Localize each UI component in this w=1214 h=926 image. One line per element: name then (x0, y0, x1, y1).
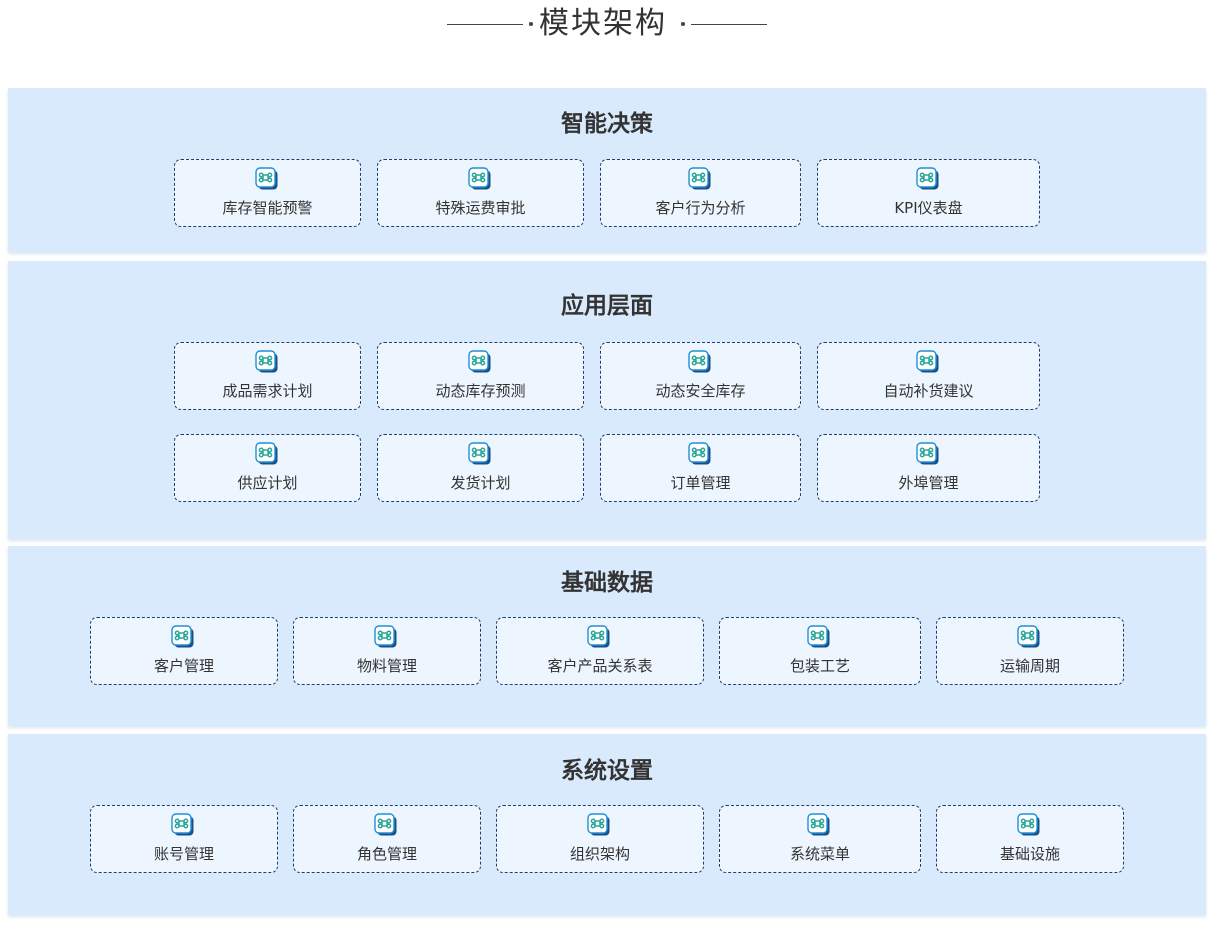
module-card-label: 动态库存预测 (435, 382, 526, 400)
command-key-icon (1017, 625, 1040, 648)
module-card-label: 客户行为分析 (655, 199, 746, 217)
section-title: 系统设置 (561, 758, 653, 784)
module-card[interactable]: 特殊运费审批 (377, 159, 584, 227)
module-card-label: 发货计划 (450, 474, 511, 492)
module-card-label: 组织架构 (569, 845, 630, 863)
module-card-label: 客户管理 (153, 657, 214, 675)
section-title: 基础数据 (561, 570, 653, 596)
module-card[interactable]: 自动补货建议 (817, 342, 1040, 410)
module-card-label: KPI仪表盘 (894, 199, 963, 217)
module-card-label: 包装工艺 (789, 657, 850, 675)
module-card[interactable]: 物料管理 (293, 617, 481, 685)
command-key-icon (915, 442, 938, 465)
module-card[interactable]: 动态库存预测 (377, 342, 584, 410)
module-card-label: 成品需求计划 (222, 382, 313, 400)
section-intelligent-decision: 智能决策库存智能预警 特殊运费审批 客户行为分析 KPI仪表盘 (8, 88, 1206, 252)
module-card[interactable]: 包装工艺 (719, 617, 921, 685)
module-card-label: 库存智能预警 (222, 199, 313, 217)
command-key-icon (171, 813, 194, 836)
module-card-label: 动态安全库存 (655, 382, 746, 400)
module-card[interactable]: 客户管理 (90, 617, 278, 685)
command-key-icon (587, 625, 610, 648)
command-key-icon (687, 350, 710, 373)
command-key-icon (687, 442, 710, 465)
module-card[interactable]: KPI仪表盘 (817, 159, 1040, 227)
module-card-label: 自动补货建议 (883, 382, 974, 400)
command-key-icon (915, 350, 938, 373)
command-key-icon (467, 350, 490, 373)
module-card[interactable]: 客户产品关系表 (496, 617, 704, 685)
module-card[interactable]: 库存智能预警 (174, 159, 361, 227)
module-card-label: 账号管理 (153, 845, 214, 863)
command-key-icon (467, 442, 490, 465)
module-card[interactable]: 运输周期 (936, 617, 1124, 685)
module-card-label: 物料管理 (356, 657, 417, 675)
title-right-rule (691, 23, 767, 25)
section-title: 智能决策 (561, 111, 653, 137)
section-base-data: 基础数据客户管理 物料管理 客户产品关系表 包装工艺 运输周期 (8, 546, 1206, 726)
module-card[interactable]: 账号管理 (90, 805, 278, 873)
command-key-icon (587, 813, 610, 836)
module-card[interactable]: 动态安全库存 (600, 342, 801, 410)
module-card[interactable]: 外埠管理 (817, 434, 1040, 502)
section-title: 应用层面 (561, 293, 653, 319)
module-card-label: 基础设施 (999, 845, 1060, 863)
module-card-label: 供应计划 (237, 474, 298, 492)
module-card[interactable]: 组织架构 (496, 805, 704, 873)
module-card[interactable]: 系统菜单 (719, 805, 921, 873)
command-key-icon (374, 813, 397, 836)
command-key-icon (254, 167, 277, 190)
command-key-icon (467, 167, 490, 190)
command-key-icon (807, 813, 830, 836)
module-card[interactable]: 基础设施 (936, 805, 1124, 873)
module-card[interactable]: 角色管理 (293, 805, 481, 873)
module-card[interactable]: 客户行为分析 (600, 159, 801, 227)
title-left-dot (529, 22, 533, 26)
module-card[interactable]: 发货计划 (377, 434, 584, 502)
module-card[interactable]: 供应计划 (174, 434, 361, 502)
module-card-label: 特殊运费审批 (435, 199, 526, 217)
title-left-rule (447, 23, 523, 25)
section-system-settings: 系统设置账号管理 角色管理 组织架构 系统菜单 基础设施 (8, 734, 1206, 915)
title-right-dot (681, 22, 685, 26)
module-card-label: 系统菜单 (789, 845, 850, 863)
command-key-icon (254, 350, 277, 373)
module-card-label: 订单管理 (670, 474, 731, 492)
module-card[interactable]: 订单管理 (600, 434, 801, 502)
module-card-label: 运输周期 (999, 657, 1060, 675)
module-card-label: 外埠管理 (898, 474, 959, 492)
module-card[interactable]: 成品需求计划 (174, 342, 361, 410)
command-key-icon (374, 625, 397, 648)
command-key-icon (171, 625, 194, 648)
page-title-text: 模块架构 (539, 6, 667, 41)
page-title: 模块架构 (0, 4, 1214, 44)
command-key-icon (807, 625, 830, 648)
command-key-icon (687, 167, 710, 190)
module-card-label: 客户产品关系表 (547, 657, 653, 675)
module-card-label: 角色管理 (356, 845, 417, 863)
section-application-layer: 应用层面成品需求计划 动态库存预测 动态安全库存 自动补货建议供应计划 发货计划 订单管理… (8, 261, 1206, 539)
command-key-icon (254, 442, 277, 465)
command-key-icon (915, 167, 938, 190)
command-key-icon (1017, 813, 1040, 836)
